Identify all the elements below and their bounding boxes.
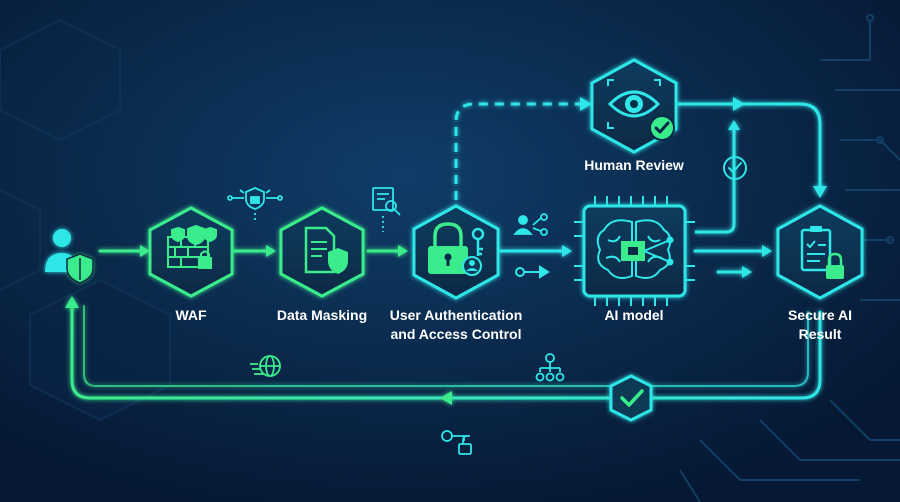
human-review-node [590, 58, 678, 154]
user-share-icon [513, 213, 548, 236]
document-shield-icon [304, 226, 348, 274]
user-node [45, 229, 94, 284]
user-auth-node [412, 204, 500, 300]
eye-check-icon [607, 79, 675, 141]
review-branch [454, 97, 827, 234]
ai-model-node [574, 196, 695, 306]
user-shield-icon [45, 229, 94, 284]
key-padlock-icon [441, 430, 472, 455]
secure-result-label: Secure AI Result [787, 307, 853, 342]
document-search-icon [372, 187, 401, 232]
user-auth-label: User Authentication and Access Control [389, 307, 523, 342]
padlock-key-user-icon [428, 222, 485, 276]
network-shield-icon [227, 187, 283, 222]
ai-model-label: AI model [604, 307, 664, 323]
forward-flow [98, 245, 772, 278]
waf-label: WAF [175, 307, 207, 323]
document-padlock-icon [800, 226, 844, 279]
data-masking-label: Data Masking [276, 307, 368, 323]
shield-check-icon [609, 374, 653, 422]
toggle-arrow-icon [515, 265, 550, 279]
brain-chip-icon [596, 219, 674, 279]
check-circle-icon [723, 156, 747, 180]
return-flow [65, 296, 822, 405]
firewall-shield-icon [167, 224, 217, 269]
user-hierarchy-icon [535, 353, 565, 382]
globe-data-icon [250, 355, 281, 377]
human-review-label: Human Review [584, 157, 684, 173]
secure-result-node [776, 204, 864, 300]
data-masking-node [279, 206, 365, 298]
waf-node [148, 206, 234, 298]
